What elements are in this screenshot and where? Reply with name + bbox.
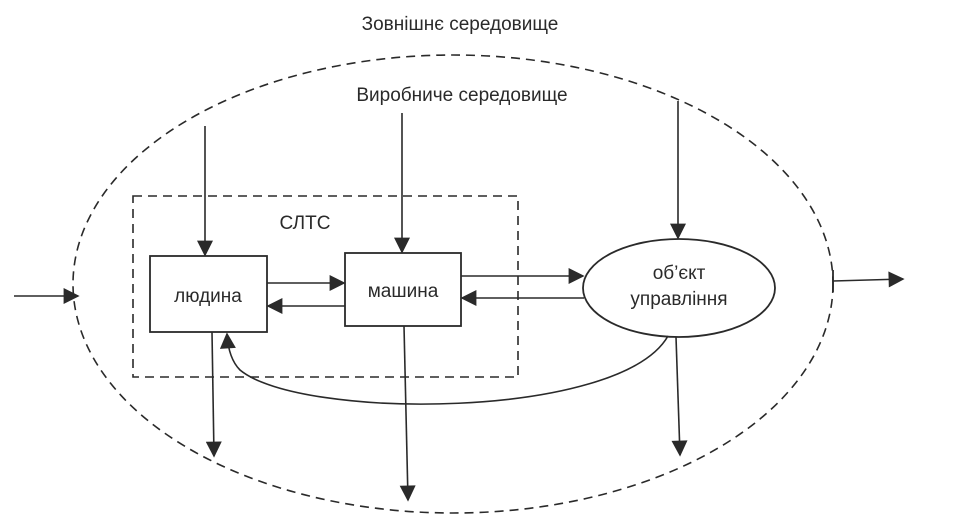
sltc-boundary — [132, 195, 519, 378]
sltc-label: СЛТС — [280, 213, 331, 234]
external-output-arrow — [832, 271, 905, 288]
output-arrow-from-human — [205, 331, 222, 458]
control-object-label-line1: об’єкт — [653, 263, 706, 284]
feedback-arrow-control-object-to-human — [219, 332, 669, 405]
output-arrow-from-control-object — [671, 336, 688, 457]
machine-block — [344, 252, 462, 327]
human-block — [149, 255, 268, 333]
machine-block-label: машина — [368, 281, 439, 302]
output-arrow-from-machine — [399, 325, 416, 502]
control-object-label-line2: управління — [630, 289, 727, 310]
production-environment-label: Виробниче середовище — [356, 85, 567, 106]
human-block-label: людина — [174, 286, 242, 307]
control-object-ellipse — [582, 238, 776, 338]
outer-environment-label: Зовнішнє середовище — [362, 14, 559, 35]
